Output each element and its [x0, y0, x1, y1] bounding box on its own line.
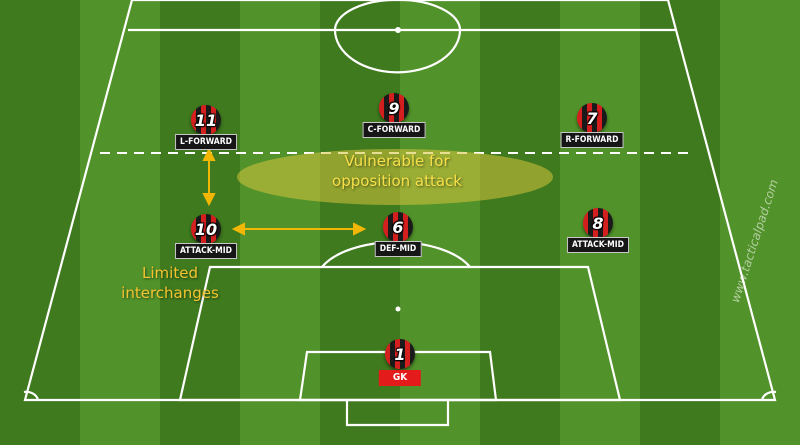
- penalty-area: [178, 265, 622, 402]
- center-spot: [395, 27, 401, 33]
- center-circle-top: [333, 0, 462, 31]
- grass-stripe: [240, 0, 321, 445]
- jersey-icon: 10: [191, 214, 221, 244]
- player-role-label: R-FORWARD: [560, 132, 624, 148]
- interchanges-label-line1: Limited: [142, 264, 198, 282]
- pitch-markings: [23, 0, 777, 427]
- horizontal-arrow-head-right: [353, 222, 367, 236]
- jersey-icon: 6: [383, 212, 413, 242]
- grass-stripe: [720, 0, 800, 445]
- player-role-label: ATTACK-MID: [567, 237, 629, 253]
- player-number: 10: [194, 219, 218, 239]
- grass-stripe: [0, 0, 81, 445]
- interchanges-label: Limited interchanges: [110, 263, 230, 303]
- player-number: 9: [388, 98, 400, 118]
- six-yard-box: [298, 350, 498, 402]
- player-number: 6: [392, 217, 404, 237]
- jersey-icon: 11: [191, 105, 221, 135]
- vertical-arrow-head-up: [202, 147, 216, 161]
- player-role-label: GK: [378, 370, 422, 386]
- vulnerable-zone: [237, 149, 553, 205]
- jersey-icon: 1: [385, 339, 415, 369]
- penalty-spot: [395, 306, 401, 312]
- player-number: 7: [586, 108, 598, 128]
- corner-arc-right: [760, 390, 777, 401]
- vertical-arrow-head-down: [202, 193, 216, 207]
- grass-stripe: [80, 0, 161, 445]
- goal: [345, 400, 450, 427]
- jersey-icon: 8: [583, 208, 613, 238]
- player-number: 11: [194, 110, 218, 130]
- vulnerable-zone-label: Vulnerable for opposition attack: [272, 151, 522, 191]
- touchline: [23, 0, 777, 402]
- movement-arrows: [202, 147, 367, 236]
- corner-arc-left: [23, 390, 40, 401]
- player-number: 8: [592, 213, 604, 233]
- jersey-icon: 9: [379, 93, 409, 123]
- player-role-label: DEF-MID: [374, 241, 422, 257]
- interchanges-label-line2: interchanges: [121, 284, 219, 302]
- horizontal-arrow-head-left: [231, 222, 245, 236]
- player-number: 1: [394, 344, 406, 364]
- grass-stripe: [480, 0, 561, 445]
- center-circle: [333, 29, 462, 74]
- jersey-icon: 7: [577, 103, 607, 133]
- player-role-label: ATTACK-MID: [175, 243, 237, 259]
- player-role-label: L-FORWARD: [175, 134, 237, 150]
- player-role-label: C-FORWARD: [362, 122, 426, 138]
- grass-stripe: [640, 0, 721, 445]
- vulnerable-zone-label-line1: Vulnerable for: [344, 152, 450, 170]
- vulnerable-zone-label-line2: opposition attack: [332, 172, 462, 190]
